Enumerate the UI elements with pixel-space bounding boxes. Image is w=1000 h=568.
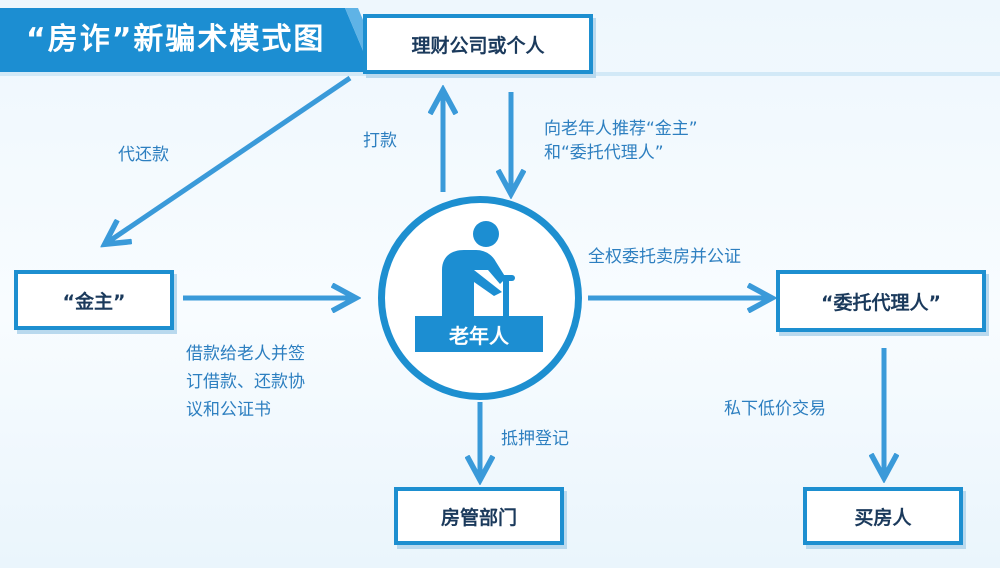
node-housing-dept: 房管部门 <box>394 487 564 545</box>
node-housing-dept-label: 房管部门 <box>440 506 517 529</box>
title-banner <box>0 8 1000 76</box>
node-finance-company: 理财公司或个人 <box>363 14 593 74</box>
elderly-person-with-cane-icon <box>442 221 515 319</box>
label-pay: 打款 <box>363 131 397 151</box>
node-jinzhu: “金主” <box>14 270 174 330</box>
node-finance-company-label: 理财公司或个人 <box>411 34 545 57</box>
node-buyer: 买房人 <box>803 487 963 545</box>
label-private-trade: 私下低价交易 <box>724 399 826 419</box>
diagram-title: “房诈”新骗术模式图 <box>26 22 326 57</box>
label-mortgage: 抵押登记 <box>501 429 569 449</box>
label-loan-line1: 借款给老人并签 <box>186 344 305 364</box>
label-recommend-line2: 和“委托代理人” <box>544 143 664 163</box>
label-loan-line3: 议和公证书 <box>186 400 271 420</box>
node-jinzhu-label: “金主” <box>62 290 126 313</box>
node-buyer-label: 买房人 <box>854 506 912 529</box>
label-loan-line2: 订借款、还款协 <box>186 372 305 392</box>
node-agent: “委托代理人” <box>776 270 986 332</box>
label-recommend-line1: 向老年人推荐“金主” <box>544 119 698 139</box>
label-repay: 代还款 <box>118 145 169 165</box>
label-authorize: 全权委托卖房并公证 <box>588 247 741 267</box>
node-agent-label: “委托代理人” <box>821 291 941 314</box>
node-elder-label: 老年人 <box>415 316 543 352</box>
arrow-finance-to-jinzhu <box>108 75 352 242</box>
